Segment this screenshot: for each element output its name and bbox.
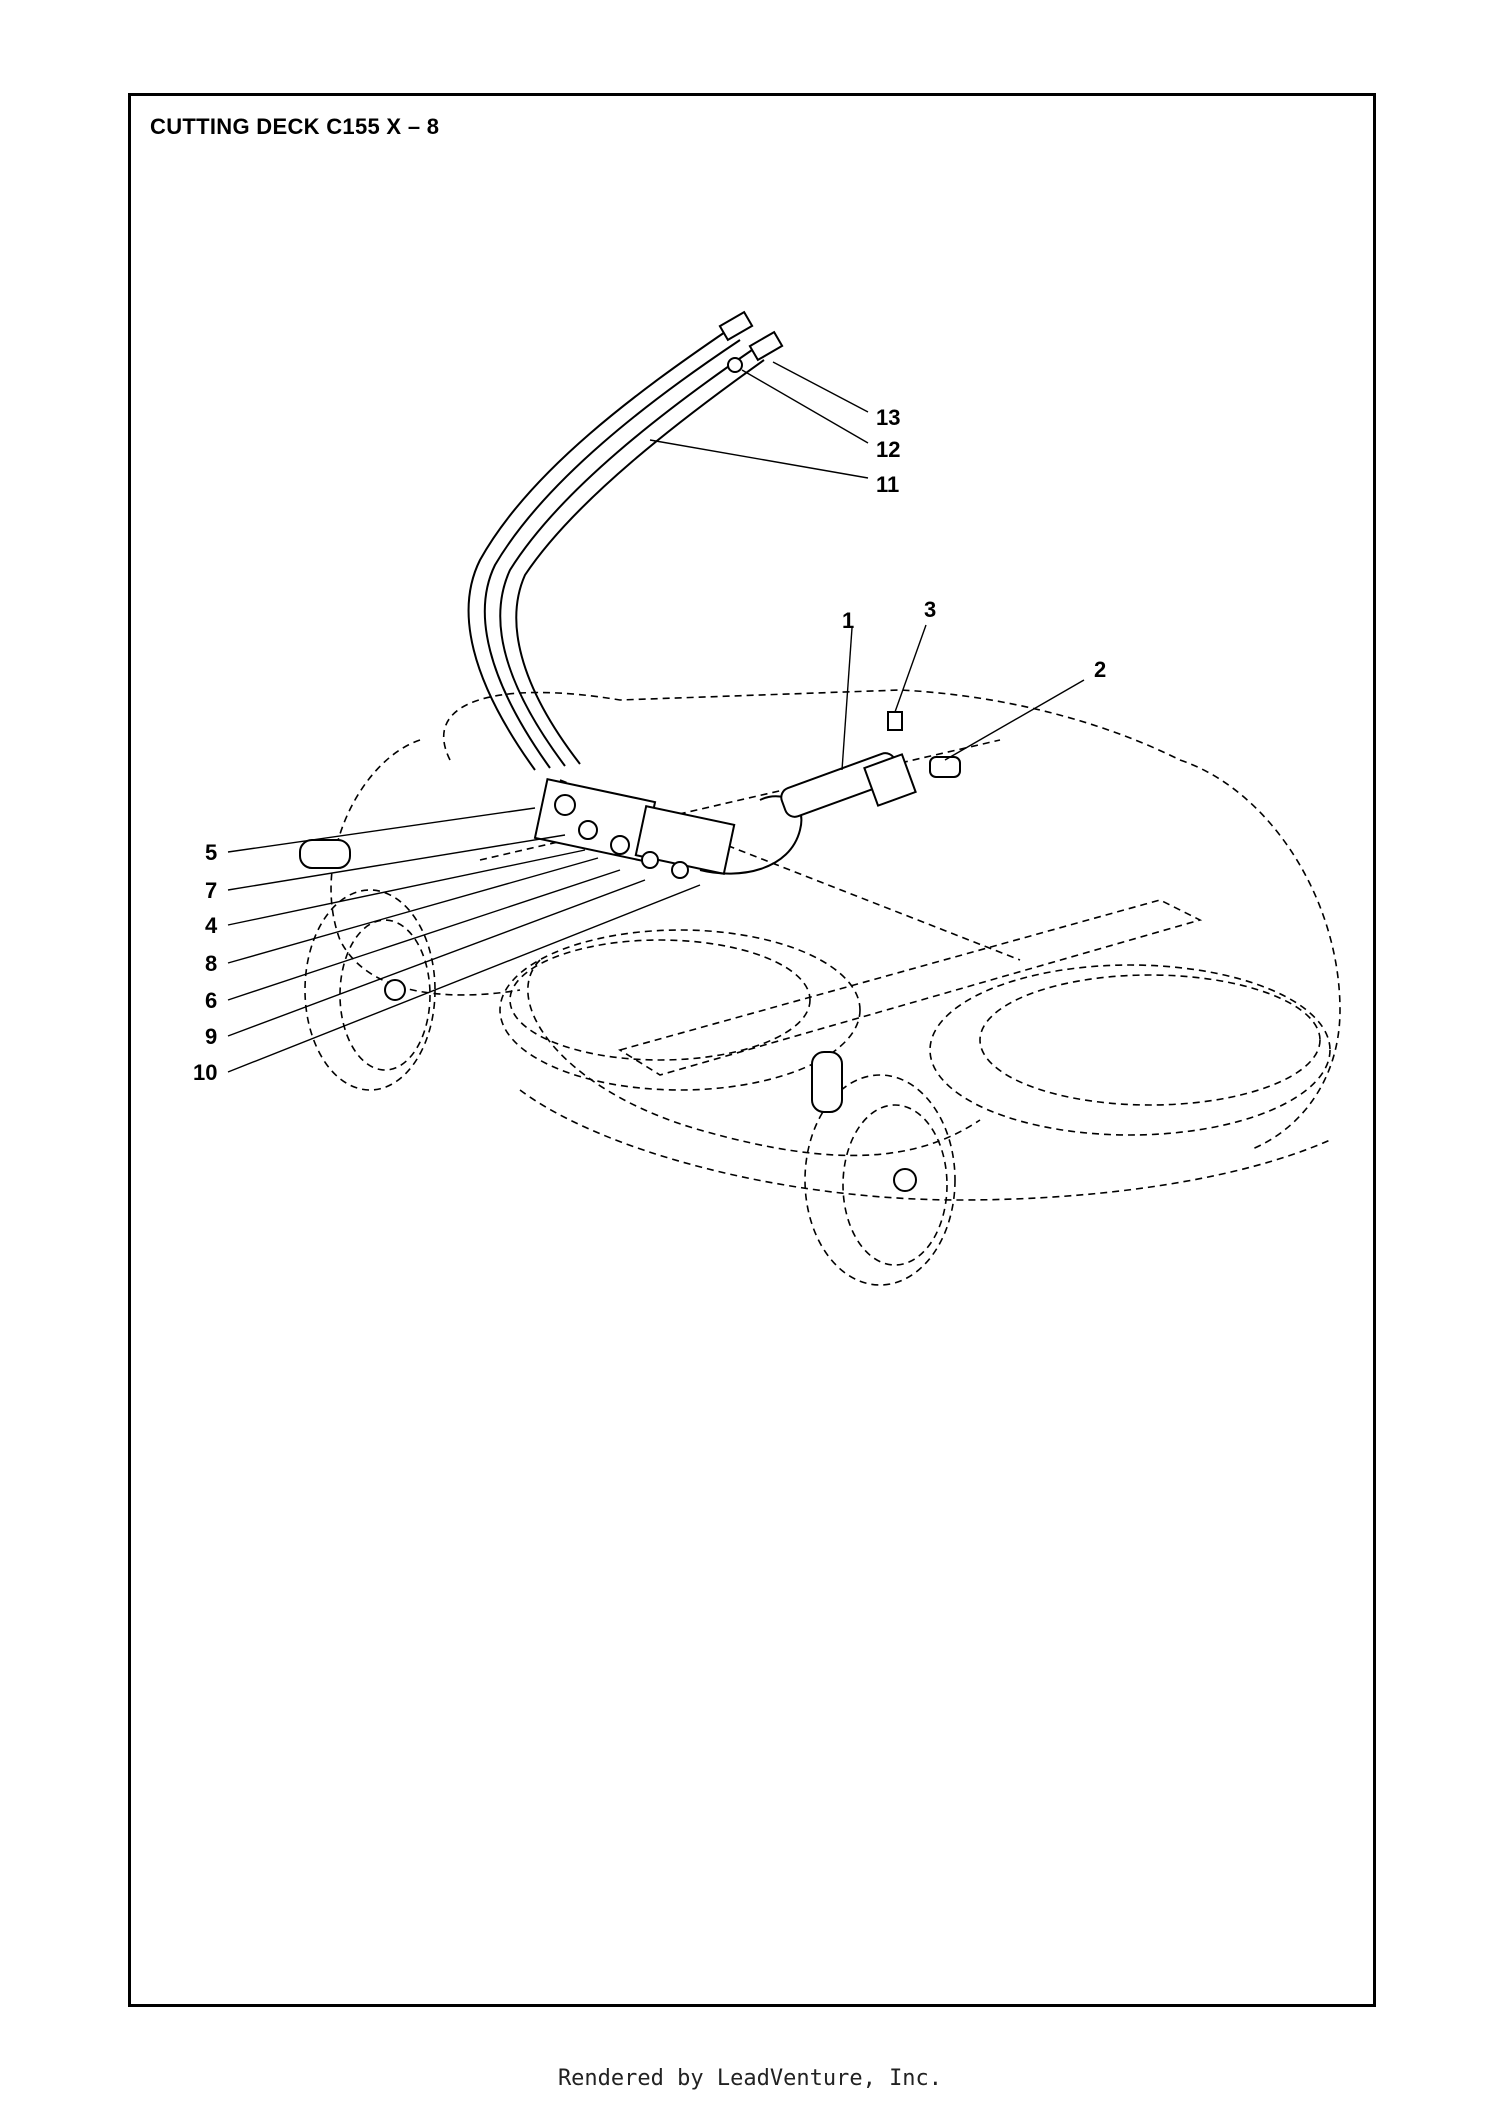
callout-4: 4 (205, 913, 218, 938)
callout-13: 13 (876, 405, 900, 430)
callout-12: 12 (876, 437, 900, 462)
callout-1: 1 (842, 608, 854, 633)
diagram-title: CUTTING DECK C155 X – 8 (150, 114, 440, 139)
lift-cylinder (780, 752, 917, 818)
callout-11: 11 (876, 472, 899, 497)
callout-3: 3 (924, 597, 936, 622)
callout-5: 5 (205, 840, 217, 865)
callout-10: 10 (193, 1060, 217, 1085)
mower-deck-outline (330, 689, 1341, 1201)
footer-credit: Rendered by LeadVenture, Inc. (557, 2066, 943, 2091)
deck-frame-crossbar (299, 739, 1203, 1076)
hydraulic-hose-assembly (467, 310, 784, 771)
diagram-frame (128, 93, 1376, 2007)
callout-6: 6 (205, 988, 217, 1013)
callout-8: 8 (205, 951, 217, 976)
callout-7: 7 (205, 878, 217, 903)
retaining-clip (887, 711, 903, 731)
hydraulic-valve-block (533, 778, 803, 879)
callout-labels: 13 12 11 1 3 2 5 7 4 8 6 9 10 (193, 405, 1106, 1085)
leader-lines (227, 361, 1085, 1073)
callout-2: 2 (1094, 657, 1106, 682)
callout-9: 9 (205, 1024, 217, 1049)
clevis-pin (929, 756, 961, 778)
caster-wheel-right (804, 1051, 956, 1286)
